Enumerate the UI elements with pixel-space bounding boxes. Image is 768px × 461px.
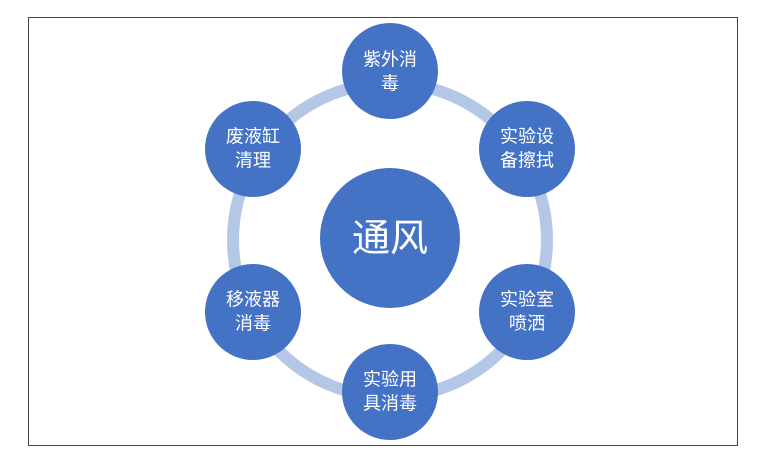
node-circle	[342, 23, 438, 119]
node-label-line2: 具消毒	[363, 394, 417, 415]
cycle-node-labware-disinfection: 实验用 具消毒	[342, 344, 438, 440]
node-label-line1: 移液器	[226, 290, 280, 311]
node-label-line2: 消毒	[235, 314, 271, 335]
node-label-line1: 废液缸	[226, 126, 280, 148]
center-node: 通风	[320, 168, 460, 308]
node-circle	[205, 264, 301, 360]
cycle-node-uv-disinfection: 紫外消 毒	[342, 23, 438, 119]
node-label-line2: 备擦拭	[500, 151, 554, 172]
node-circle	[479, 264, 575, 360]
node-circle	[479, 101, 575, 197]
node-label-line2: 清理	[235, 151, 271, 172]
node-circle	[342, 344, 438, 440]
node-label-line1: 紫外消	[363, 50, 417, 71]
center-label: 通风	[352, 216, 428, 260]
cycle-node-lab-spraying: 实验室 喷洒	[479, 264, 575, 360]
node-label-line1: 实验设	[500, 127, 554, 148]
node-label-line2: 喷洒	[509, 314, 545, 335]
cycle-node-pipette-disinfection: 移液器 消毒	[205, 264, 301, 360]
cycle-node-waste-tank-cleaning: 废液缸 清理	[205, 101, 301, 197]
cycle-node-equipment-wiping: 实验设 备擦拭	[479, 101, 575, 197]
node-label-line1: 实验室	[500, 290, 554, 311]
node-circle	[205, 101, 301, 197]
center-circle	[320, 168, 460, 308]
node-label-line1: 实验用	[363, 370, 417, 391]
node-label-line2: 毒	[381, 74, 399, 95]
